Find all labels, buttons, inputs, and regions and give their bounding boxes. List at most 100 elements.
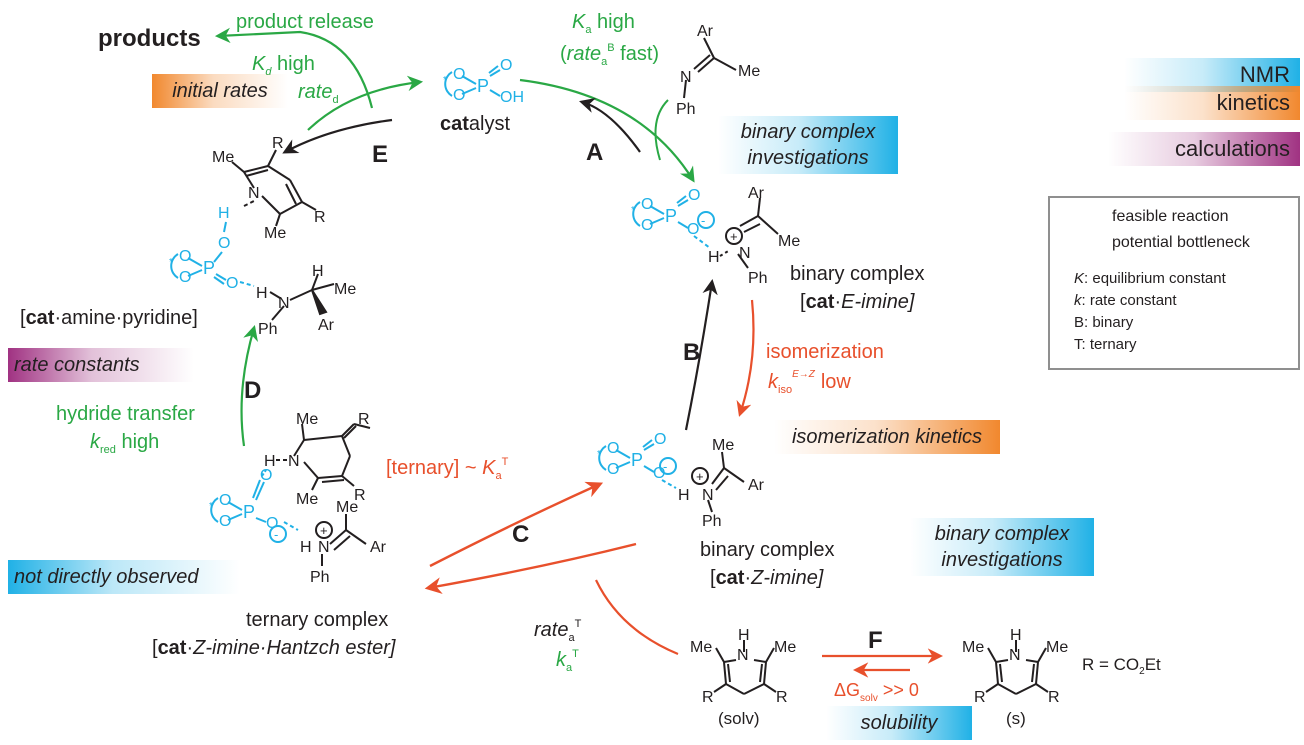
svg-text:*: * [631, 205, 635, 216]
svg-text:Me: Me [296, 411, 318, 428]
r-definition: R = CO [1082, 655, 1139, 674]
ternary-eq: [ternary] ~ [386, 457, 482, 479]
svg-text:Ar: Ar [748, 477, 765, 494]
svg-text:O: O [607, 461, 619, 478]
legend-def-k: k: rate constant [1074, 292, 1177, 309]
initial-rates-badge: initial rates [152, 74, 288, 108]
svg-text:R: R [358, 411, 370, 428]
svg-text:kaT: kaT [556, 648, 579, 674]
legend-def-T: T: ternary [1074, 336, 1137, 353]
svg-text:Ar: Ar [318, 317, 335, 334]
catalyst-structure [444, 65, 501, 97]
s-label: (s) [1006, 709, 1026, 728]
svg-text:R: R [314, 209, 326, 226]
isomerization-label: isomerization [766, 341, 884, 363]
binary-bottom-line1: binary complex [934, 523, 1070, 545]
hydride-transfer-label: hydride transfer [56, 403, 195, 425]
svg-text:*: * [169, 257, 173, 268]
legend-K-text: : equilibrium constant [1084, 270, 1226, 287]
svg-text:H: H [312, 263, 324, 280]
binary-bottom-line2: investigations [941, 549, 1063, 571]
arrow-C-forward [429, 481, 604, 568]
svg-text:Me: Me [738, 63, 760, 80]
arrow-C-reverse [424, 542, 637, 594]
step-A: A [586, 139, 603, 166]
svg-text:O: O [226, 275, 238, 292]
arrow-E-reverse [282, 118, 393, 154]
svg-text:R: R [702, 689, 714, 706]
svg-text:+: + [320, 523, 328, 538]
svg-text:H: H [738, 627, 750, 644]
svg-text:*: * [443, 75, 447, 86]
imine-structure [683, 37, 737, 99]
ka-high: high [597, 11, 635, 33]
svg-text:N: N [318, 539, 330, 556]
svg-text:O: O [179, 248, 191, 265]
svg-text:Ph: Ph [310, 569, 330, 586]
svg-text:rateaT: rateaT [534, 618, 582, 644]
legend-K-symbol: K [1074, 270, 1085, 287]
svg-text:Ph: Ph [748, 270, 768, 287]
amine-pyridine-cat: cat [26, 307, 55, 329]
ternary-title: ternary complex [246, 609, 388, 631]
svg-text:O: O [654, 431, 666, 448]
svg-text:catalyst: catalyst [440, 113, 510, 135]
kd-high: high [277, 53, 315, 75]
svg-text:N: N [680, 69, 692, 86]
svg-text:N: N [248, 185, 260, 202]
legend-k-symbol: k [1074, 292, 1082, 309]
svg-text:*: * [597, 449, 601, 460]
svg-text:O: O [179, 269, 191, 286]
hantzsch-solid-structure [985, 640, 1049, 695]
solubility-badge: solubility [826, 706, 972, 740]
svg-text:Me: Me [712, 437, 734, 454]
svg-text:Me: Me [1046, 639, 1068, 656]
binary-complex-top-badge: binary complex investigations [718, 116, 898, 174]
legend-def-B: B: binary [1074, 314, 1134, 331]
svg-text:(rateaB fast): (rateaB fast) [560, 42, 659, 68]
binary-E-cat: cat [806, 291, 835, 313]
svg-text:O: O [219, 492, 231, 509]
legend-box: feasible reaction potential bottleneck K… [1048, 196, 1300, 370]
delta-g: ΔG [834, 680, 860, 700]
svg-text:O: O [500, 57, 512, 74]
svg-text:-: - [663, 459, 667, 474]
svg-text:O: O [218, 235, 230, 252]
svg-text:Me: Me [336, 499, 358, 516]
svg-text:R: R [1048, 689, 1060, 706]
svg-text:OH: OH [500, 89, 524, 106]
svg-text:R: R [354, 487, 366, 504]
svg-text:Ka high: Ka high [572, 11, 635, 36]
rate-d: rate [298, 81, 332, 103]
binary-top-line2: investigations [747, 147, 869, 169]
binary-Z-title: binary complex [700, 539, 835, 561]
svg-text:kred high: kred high [90, 431, 159, 456]
svg-text:+: + [730, 229, 738, 244]
arrow-A-forward [519, 78, 695, 183]
svg-text:-: - [274, 527, 278, 542]
svg-text:+: + [696, 469, 704, 484]
hantzsch-solv-structure [713, 640, 777, 695]
rate-constants-badge: rate constants [8, 348, 194, 382]
svg-text:P: P [631, 450, 643, 470]
k-red-high: high [121, 431, 159, 453]
svg-text:P: P [477, 76, 489, 96]
step-B: B [683, 339, 700, 366]
ternary-rest: Z-imine·Hantzch ester] [192, 637, 396, 659]
svg-text:rated: rated [298, 81, 339, 106]
binary-E-title: binary complex [790, 263, 925, 285]
step-D: D [244, 377, 261, 404]
svg-text:O: O [219, 513, 231, 530]
arrow-D [240, 325, 258, 447]
products-label: products [98, 25, 201, 52]
legend-bottleneck: potential bottleneck [1112, 234, 1250, 251]
svg-text:Ph: Ph [702, 513, 722, 530]
r-definition-rest: Et [1145, 655, 1161, 674]
svg-text:Me: Me [296, 491, 318, 508]
delta-g-rest: >> 0 [878, 680, 919, 700]
svg-text:O: O [260, 467, 272, 484]
svg-text:Ph: Ph [258, 321, 278, 338]
svg-text:O: O [266, 515, 278, 532]
svg-text:R: R [974, 689, 986, 706]
